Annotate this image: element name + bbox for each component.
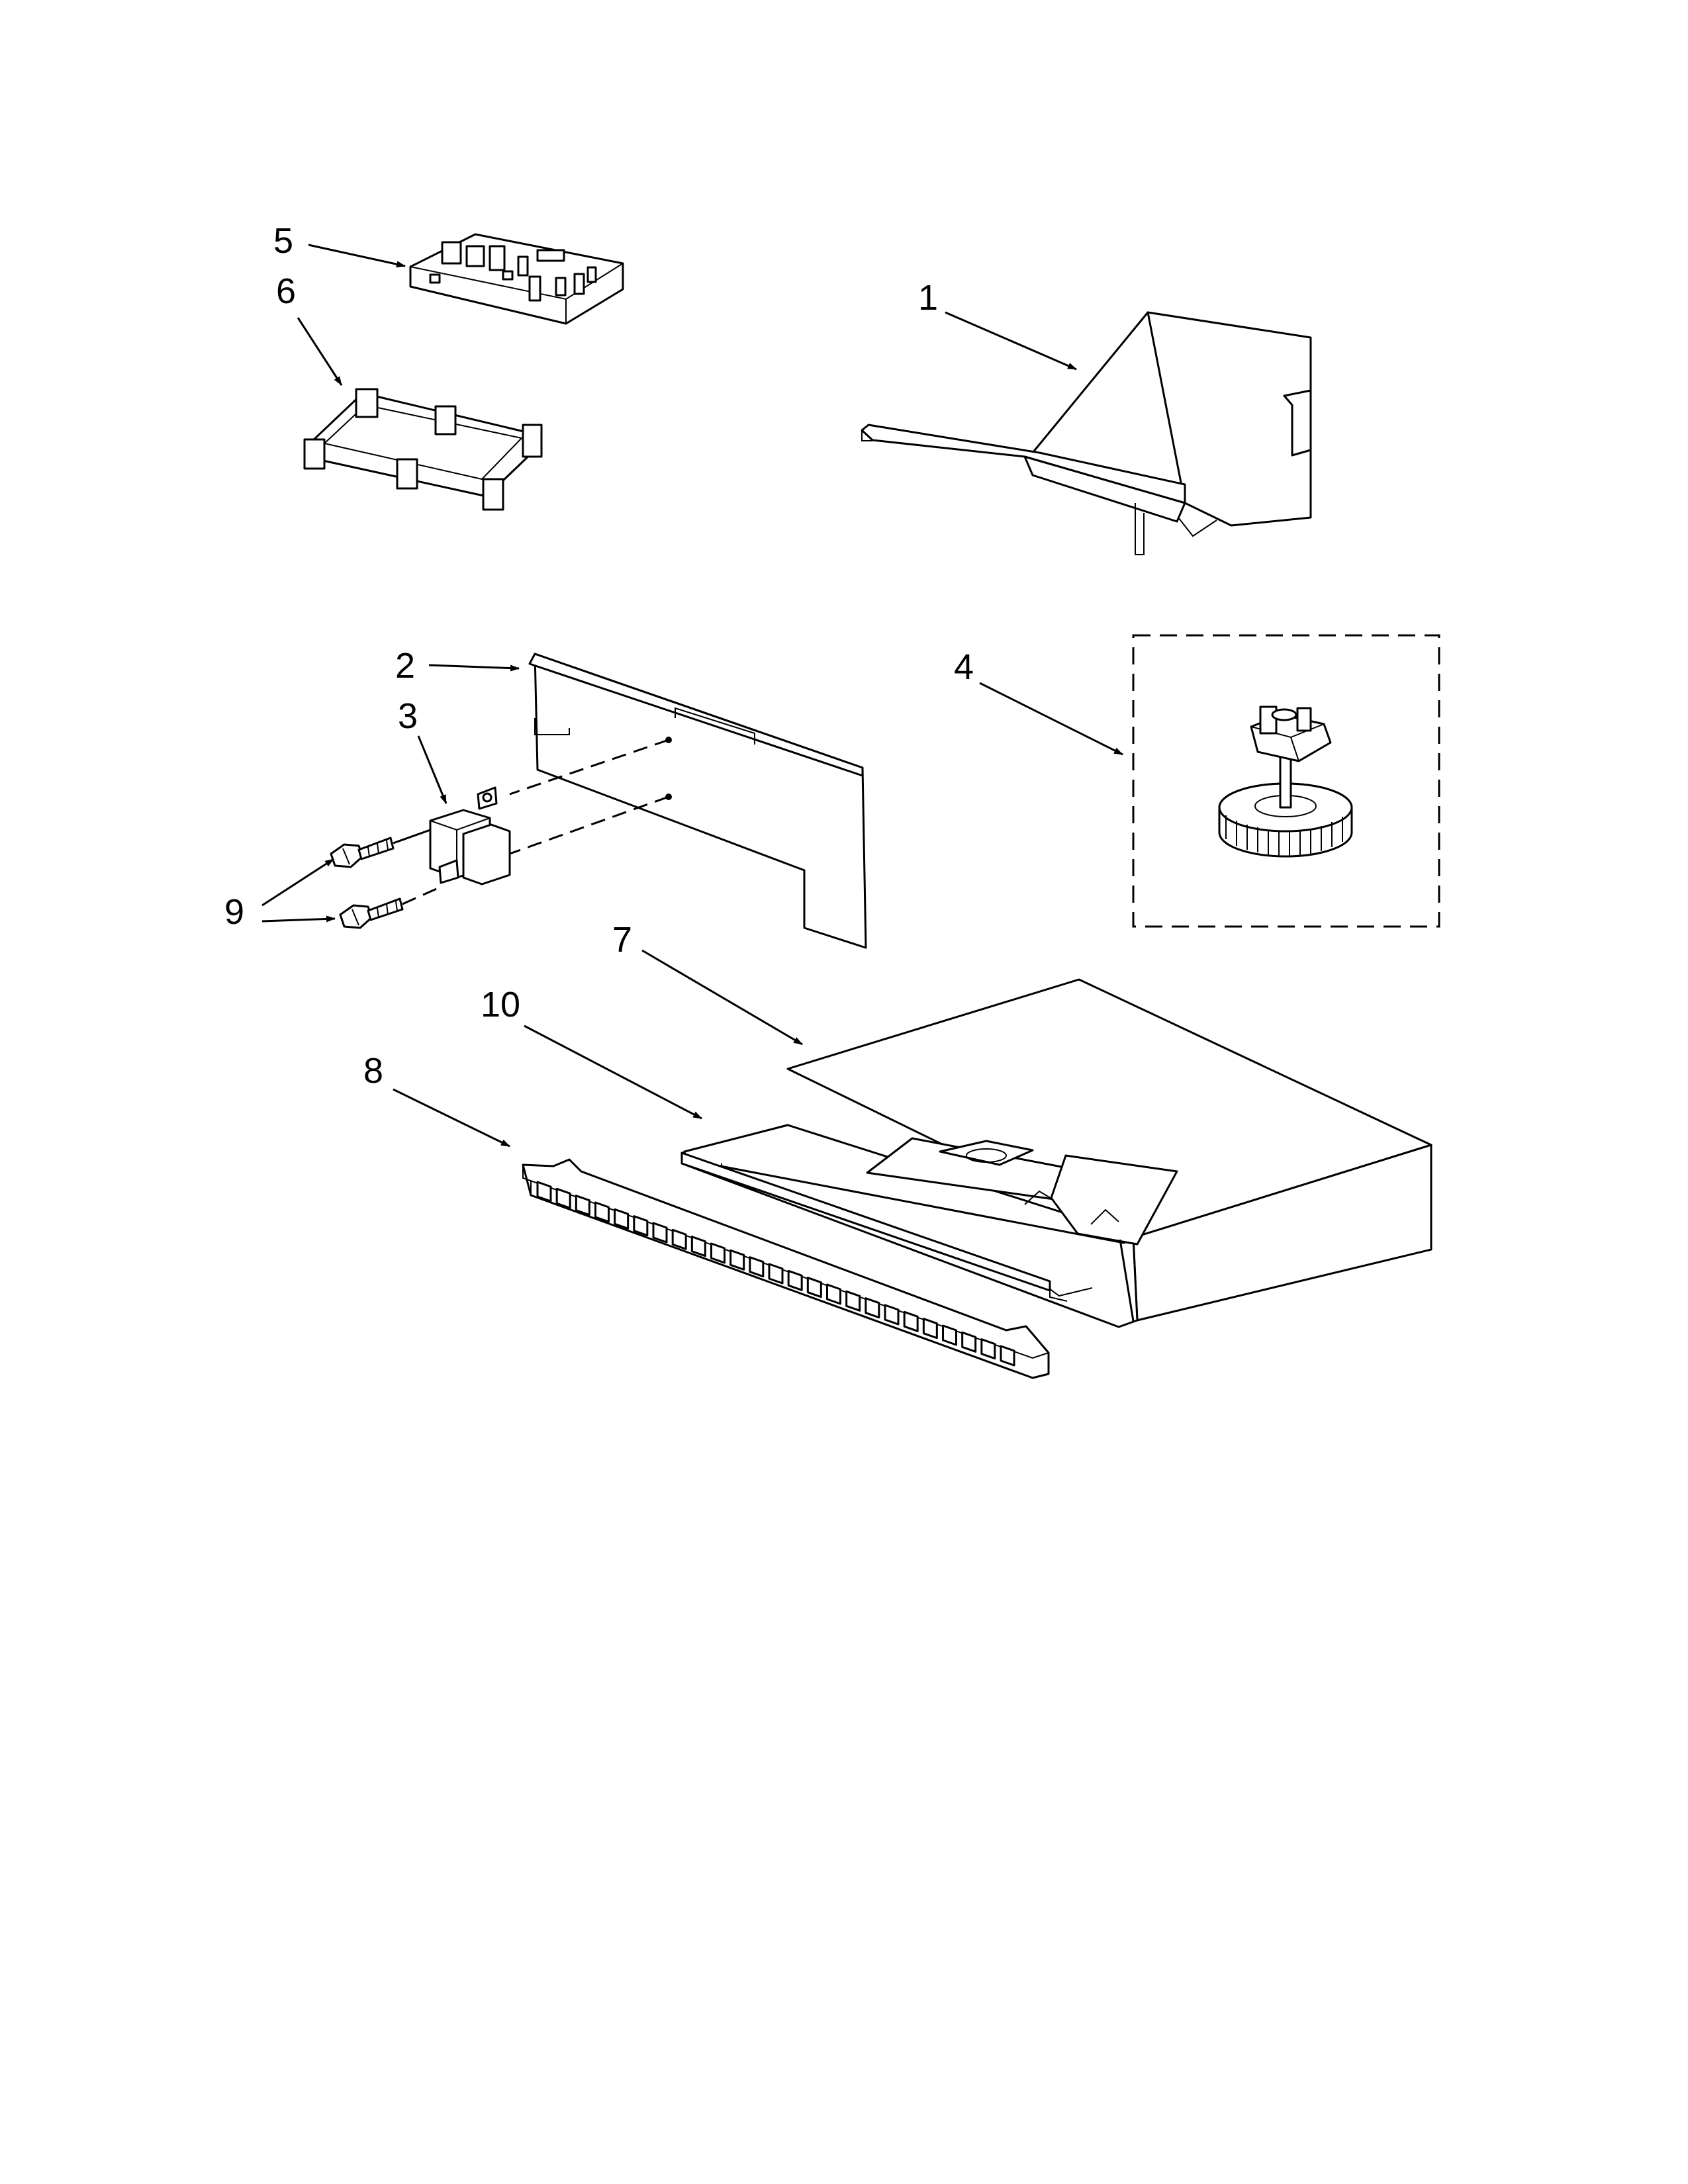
leader-lines [261, 244, 1123, 1148]
strip-part-10 [680, 1152, 1068, 1302]
grille-slot [980, 1338, 996, 1360]
panel-part-2 [528, 653, 867, 949]
board-frame-part-6 [303, 388, 543, 511]
callout-5: 5 [273, 221, 293, 261]
grille-slot [652, 1222, 668, 1244]
grille-slot [768, 1263, 784, 1285]
grille-slot [961, 1331, 977, 1353]
grille-slot [710, 1242, 726, 1264]
duct-part-1 [861, 311, 1312, 555]
callout-8: 8 [363, 1051, 383, 1091]
grille-slot [826, 1283, 841, 1305]
grille-slot [1000, 1345, 1015, 1367]
callout-3: 3 [398, 696, 418, 736]
callout-1: 1 [918, 278, 938, 318]
grille-slot [671, 1228, 687, 1250]
grille-slot [845, 1290, 861, 1312]
grille-slot [729, 1249, 745, 1271]
transformer-part-3 [429, 786, 511, 886]
grille-slot [536, 1181, 552, 1203]
screw-lower-part-9 [339, 897, 404, 929]
grille-slot [749, 1256, 765, 1278]
screw-upper-part-9 [330, 837, 395, 868]
control-board-part-5 [409, 233, 624, 325]
callout-7: 7 [612, 920, 632, 960]
callout-10: 10 [481, 985, 520, 1024]
grille-slot [865, 1297, 880, 1319]
callout-9: 9 [224, 892, 244, 932]
grille-slot [594, 1201, 610, 1223]
callout-2: 2 [395, 646, 415, 686]
assembly-lines [393, 737, 672, 905]
grille-slot [614, 1208, 630, 1230]
callout-labels: 5 6 1 2 3 4 9 7 10 8 [224, 221, 974, 1091]
grille-slot [884, 1304, 900, 1326]
grille-slot [922, 1318, 938, 1340]
callout-6: 6 [276, 271, 296, 311]
grille-slot [806, 1277, 822, 1298]
grille-slot [942, 1324, 957, 1346]
grille-slot [903, 1310, 919, 1332]
grille-slot [787, 1269, 803, 1291]
grille-part-8 [522, 1158, 1050, 1379]
grille-slot [633, 1215, 649, 1237]
callout-4: 4 [954, 647, 974, 687]
grille-slot [555, 1187, 571, 1209]
dashed-box [1132, 634, 1440, 928]
grille-slot [575, 1195, 590, 1216]
grille-slot [690, 1236, 706, 1257]
motor-part-4 [1132, 634, 1440, 928]
